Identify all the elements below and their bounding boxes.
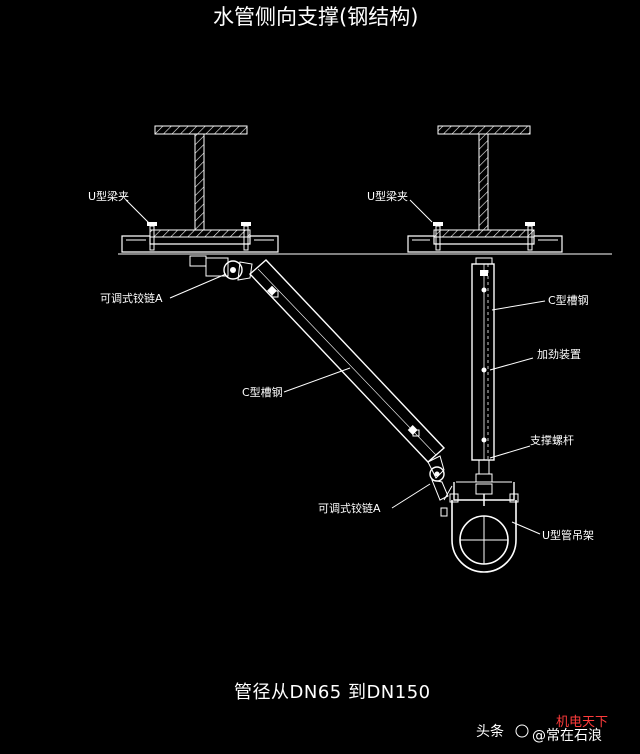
label-u-hanger: U型管吊架 (542, 528, 594, 542)
label-c-channel-diag: C型槽钢 (242, 385, 283, 399)
vertical-c-channel (471, 257, 495, 461)
label-hinge-top: 可调式铰链A (100, 291, 163, 305)
hinge-a-top (189, 255, 253, 281)
label-u-clamp-right: U型梁夹 (367, 189, 408, 203)
wechat-icon (515, 724, 529, 738)
right-beam-assembly (407, 125, 563, 253)
watermark-handle: @常在石浪 (532, 728, 602, 744)
watermark-overlay: 机电天下 (556, 715, 608, 730)
watermark: 头条 机电天下 @常在石浪 (476, 715, 608, 744)
hinge-a-bottom (427, 455, 453, 517)
diagonal-c-channel (248, 259, 446, 463)
leader-lines (125, 199, 546, 535)
u-hanger-assembly (449, 459, 519, 573)
left-beam-assembly (121, 125, 279, 253)
pipe-size-caption: 管径从DN65 到DN150 (234, 682, 431, 703)
watermark-prefix: 头条 (476, 723, 504, 740)
label-stiffener: 加劲装置 (537, 348, 581, 361)
drawing-title: 水管侧向支撑(钢结构) (213, 5, 418, 29)
label-hinge-bottom: 可调式铰链A (318, 501, 381, 515)
label-c-channel-vert: C型槽钢 (548, 293, 589, 307)
label-u-clamp-left: U型梁夹 (88, 189, 129, 203)
label-support-rod: 支撑螺杆 (530, 433, 574, 447)
